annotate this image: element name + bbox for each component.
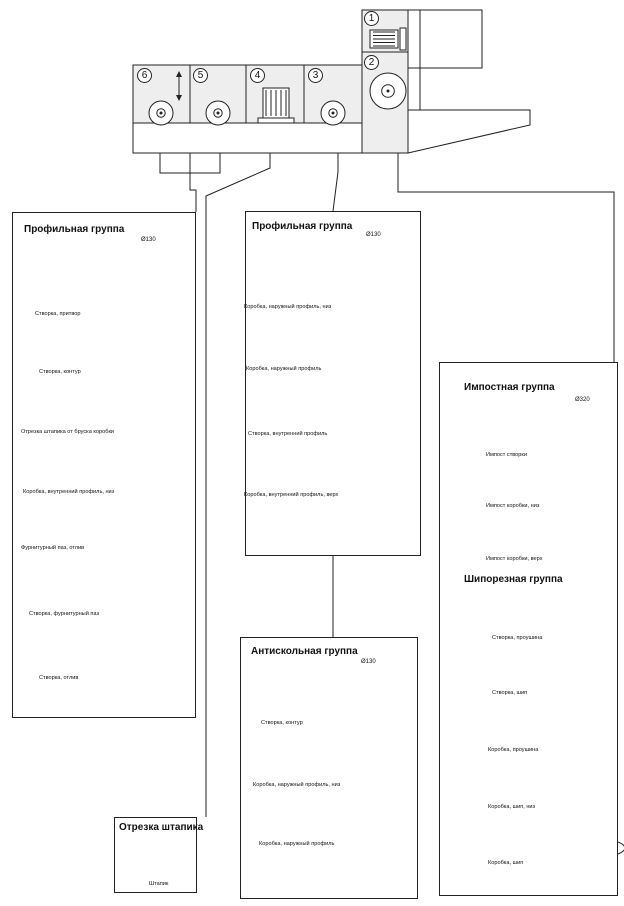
feeder-frame bbox=[419, 9, 483, 69]
tower-column bbox=[407, 9, 421, 111]
tenon-caption-2: Створка, шип bbox=[492, 690, 528, 696]
link-impost bbox=[397, 153, 615, 362]
tenon-caption-4: Коробка, шип, низ bbox=[488, 804, 536, 810]
link-profile-center bbox=[332, 153, 339, 212]
anti-chip-group-title: Антискольная группа bbox=[251, 646, 358, 657]
station-5-label: 5 bbox=[193, 68, 208, 83]
adjust-arrow-down bbox=[176, 95, 182, 101]
spindle-5-center bbox=[216, 111, 220, 115]
station-6-label: 6 bbox=[137, 68, 152, 83]
profile-left-caption-4: Коробка, внутренний профиль, низ bbox=[23, 489, 115, 495]
profile-center-caption-4: Коробка, внутренний профиль, верх bbox=[244, 492, 339, 498]
profile-center-caption-3: Створка, внутренний профиль bbox=[248, 431, 328, 437]
profile-group-center-panel: Профильная группа Ø130 Коробка, наружный… bbox=[244, 211, 421, 556]
impost-caption-2: Импост коробки, низ bbox=[486, 503, 540, 509]
impost-tenon-panel: Импостная группа Ø320 Импост створки Имп… bbox=[439, 362, 618, 896]
anti-chip-caption-2: Коробка, наружный профиль, низ bbox=[253, 782, 341, 788]
profile-left-caption-5: Фурнитурный паз, отлив bbox=[21, 545, 85, 551]
bead-cut-panel: Отрезка штапика Штапик bbox=[114, 817, 203, 893]
profile-center-caption-1: Коробка, наружный профиль, низ bbox=[244, 304, 332, 310]
station-4-label: 4 bbox=[250, 68, 265, 83]
anti-chip-caption-1: Створка, контур bbox=[261, 720, 303, 726]
anti-chip-caption-3: Коробка, наружный профиль bbox=[259, 841, 335, 847]
motor-4-base bbox=[257, 117, 295, 124]
tenon-group-title: Шипорезная группа bbox=[464, 574, 563, 585]
station-2-label: 2 bbox=[364, 55, 379, 70]
profile-center-caption-2: Коробка, наружный профиль bbox=[246, 366, 322, 372]
spindle-6-center bbox=[159, 111, 163, 115]
profile-left-caption-1: Створка, притвор bbox=[35, 311, 81, 317]
profile-left-caption-7: Створка, отлив bbox=[39, 675, 79, 681]
spindle-2-center bbox=[386, 89, 390, 93]
tenon-caption-3: Коробка, проушина bbox=[488, 747, 539, 753]
profile-group-left-title: Профильная группа bbox=[24, 224, 125, 235]
feeder-table bbox=[407, 109, 531, 154]
profile-group-center-diameter: Ø130 bbox=[366, 232, 381, 238]
link-profile-left bbox=[189, 153, 197, 212]
anti-chip-group-diameter: Ø130 bbox=[361, 659, 376, 665]
profile-group-left-diameter: Ø130 bbox=[141, 237, 156, 243]
impost-group-title: Импостная группа bbox=[464, 382, 555, 393]
bead-cut-caption: Штапик bbox=[149, 881, 169, 887]
bead-cut-title: Отрезка штапика bbox=[119, 822, 204, 833]
machine-bed bbox=[132, 122, 364, 154]
adjust-arrow-up bbox=[176, 71, 182, 77]
profile-group-center-title: Профильная группа bbox=[252, 221, 353, 232]
impost-caption-1: Импост створки bbox=[486, 452, 527, 458]
profile-left-caption-2: Створка, контур bbox=[39, 369, 81, 375]
tenon-caption-1: Створка, проушина bbox=[492, 635, 543, 641]
tenon-caption-5: Коробка, шип bbox=[488, 860, 524, 866]
motor-1-cap bbox=[399, 27, 407, 51]
impost-group-diameter: Ø320 bbox=[575, 397, 590, 403]
anti-chip-group-panel: Антискольная группа Ø130 Створка, контур… bbox=[240, 637, 418, 899]
station-3-label: 3 bbox=[308, 68, 323, 83]
link-bead bbox=[205, 153, 271, 817]
profile-left-caption-6: Створка, фурнитурный паз bbox=[29, 611, 100, 617]
station-1-label: 1 bbox=[364, 11, 379, 26]
profile-left-caption-3: Отрезка штапика от бруска коробки bbox=[21, 429, 115, 435]
spindle-3-center bbox=[331, 111, 335, 115]
impost-caption-3: Импост коробки, верх bbox=[486, 556, 543, 562]
profile-group-left-panel: Профильная группа Ø130 Створка, притвор … bbox=[12, 212, 196, 718]
